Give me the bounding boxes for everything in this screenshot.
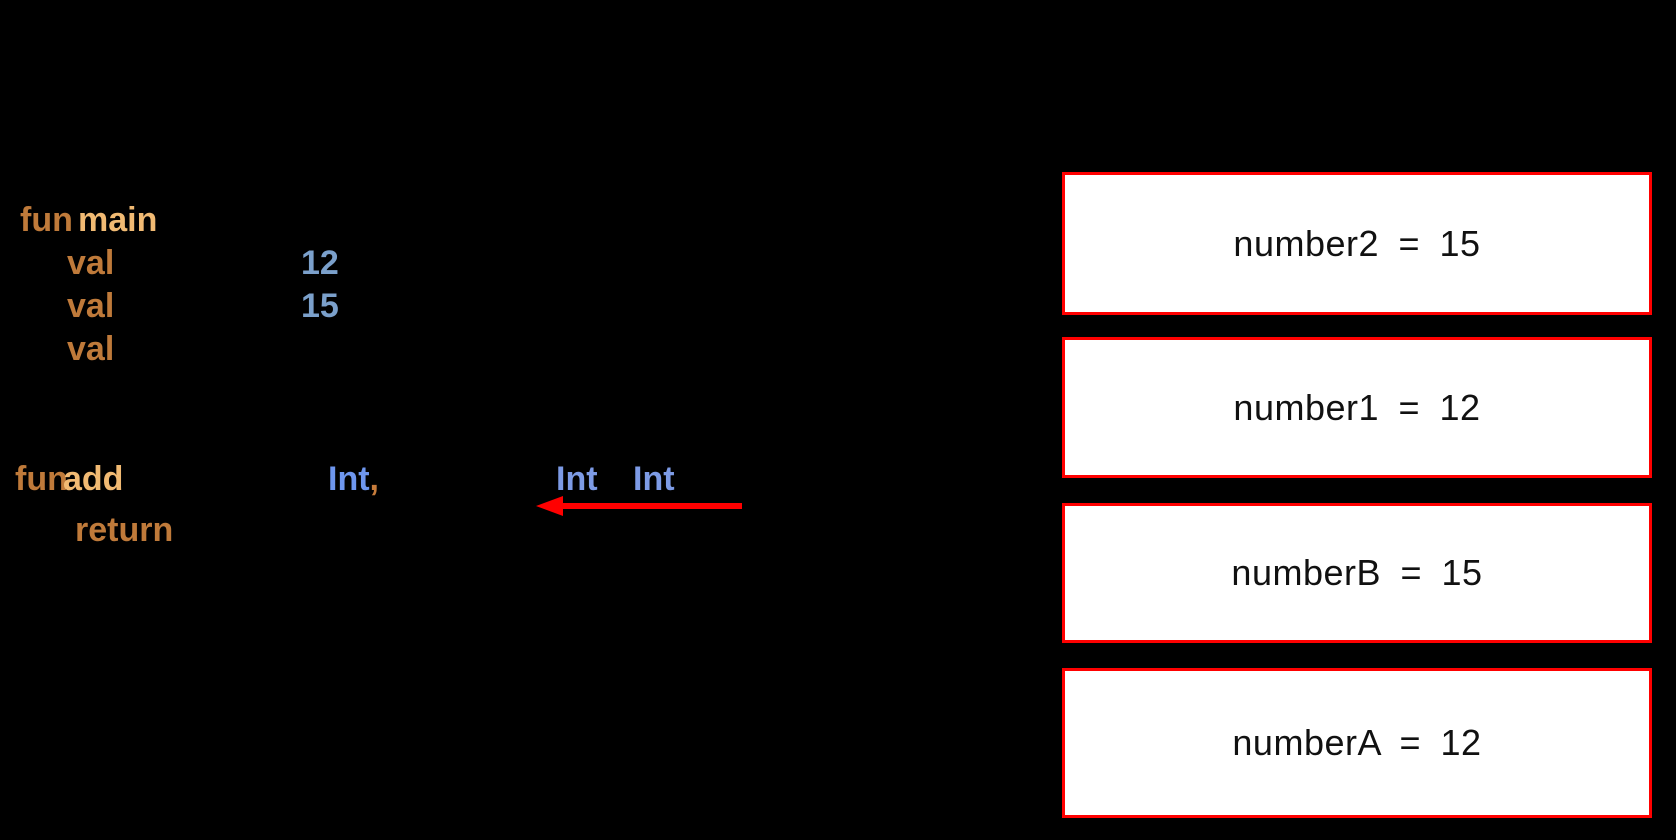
stack-frame: numberA = 12	[1062, 668, 1652, 818]
keyword-val-2: val	[67, 289, 114, 323]
code-text: val	[67, 330, 115, 368]
type-int-param1: Int,	[328, 462, 379, 496]
keyword-val-1: val	[67, 246, 114, 280]
code-text: val	[67, 244, 115, 282]
code-text: ,	[369, 460, 379, 498]
code-text: add	[63, 460, 124, 498]
stack-frame: numberB = 15	[1062, 503, 1652, 643]
code-text: val	[67, 287, 115, 325]
literal-15: 15	[301, 289, 339, 323]
code-text: fun	[15, 460, 68, 498]
code-text: return	[75, 511, 174, 549]
keyword-fun-main: fun	[20, 203, 73, 237]
code-text: Int	[328, 460, 370, 498]
code-text: Int	[556, 460, 598, 498]
stack-frame: number1 = 12	[1062, 337, 1652, 478]
code-text: fun	[20, 201, 73, 239]
type-int-return: Int	[633, 462, 675, 496]
keyword-return: return	[75, 513, 173, 547]
arrow-shaft	[561, 503, 742, 509]
stack-frame: number2 = 15	[1062, 172, 1652, 315]
literal-12: 12	[301, 246, 339, 280]
arrow-head	[536, 496, 563, 516]
stack-frame-label: numberA = 12	[1232, 722, 1482, 763]
code-text: Int	[633, 460, 675, 498]
function-name-add: add	[63, 462, 123, 496]
type-int-param2: Int	[556, 462, 598, 496]
keyword-fun-add: fun	[15, 462, 68, 496]
code-text: main	[78, 201, 158, 239]
code-text: 12	[301, 244, 339, 282]
stack-frame-label: number2 = 15	[1233, 222, 1481, 264]
stack-frame-label: number1 = 12	[1233, 386, 1481, 428]
left-arrow-icon	[536, 496, 742, 516]
code-text: 15	[301, 287, 339, 325]
stack-frame-label: numberB = 15	[1231, 552, 1483, 593]
function-name-main: main	[78, 203, 157, 237]
keyword-val-3: val	[67, 332, 114, 366]
